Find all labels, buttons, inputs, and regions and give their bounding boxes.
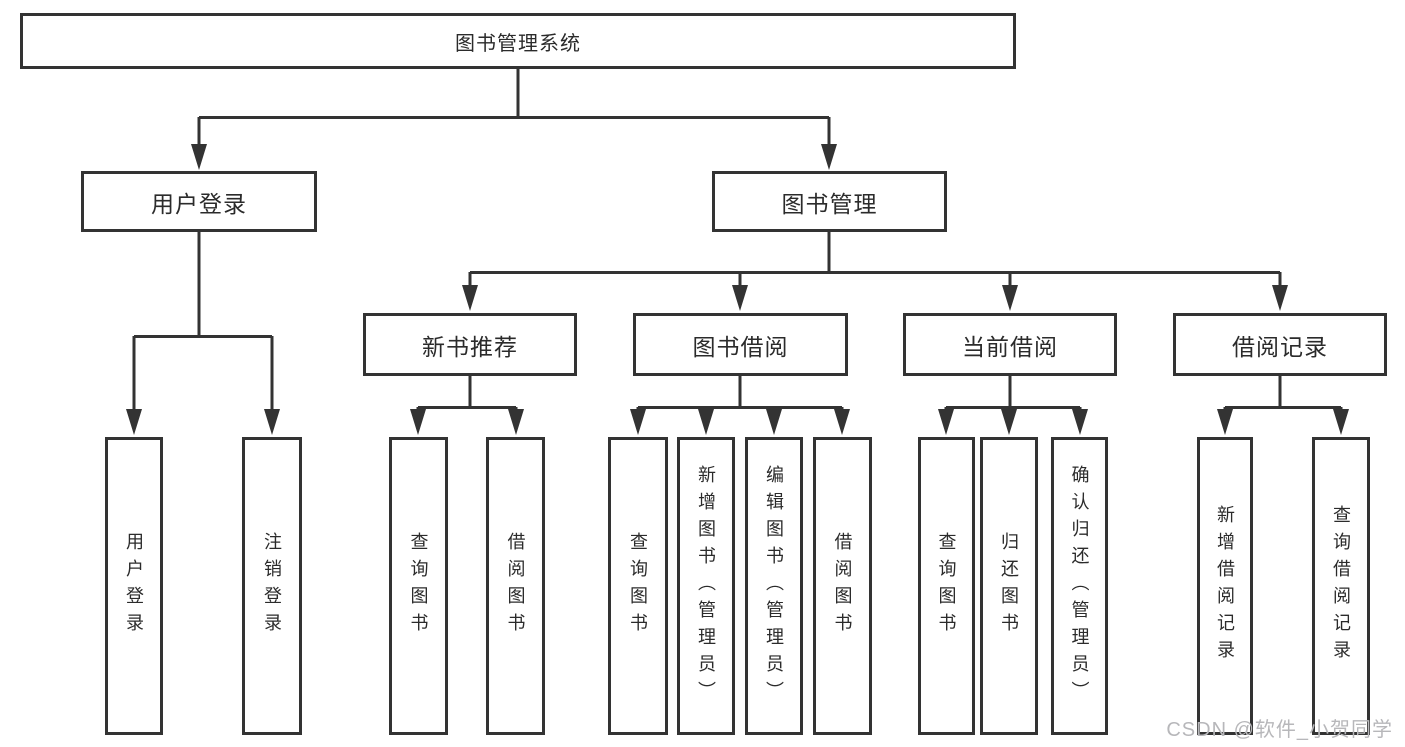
leaf-recommend-query-book-label: 查询图书 <box>408 532 429 640</box>
leaf-recommend-query-book: 查询图书 <box>389 437 448 735</box>
leaf-recommend-borrow-book-label: 借阅图书 <box>505 532 526 640</box>
leaf-borrow-add-book-admin-label: 新增图书（管理员） <box>696 464 716 708</box>
node-current-borrow-label: 当前借阅 <box>962 333 1058 360</box>
node-book-borrow-label: 图书借阅 <box>692 333 789 360</box>
leaf-current-confirm-return-admin: 确认归还（管理员） <box>1051 437 1108 735</box>
node-new-book-recommend-label: 新书推荐 <box>422 333 518 360</box>
node-user-login: 用户登录 <box>81 171 317 232</box>
leaf-current-confirm-return-admin-label: 确认归还（管理员） <box>1069 464 1090 708</box>
leaf-user-login-label: 用户登录 <box>124 532 144 640</box>
node-new-book-recommend: 新书推荐 <box>363 313 577 376</box>
node-borrow-record: 借阅记录 <box>1173 313 1387 376</box>
node-system-root: 图书管理系统 <box>20 13 1016 69</box>
node-book-borrow: 图书借阅 <box>633 313 848 376</box>
node-book-management: 图书管理 <box>712 171 947 232</box>
leaf-borrow-edit-book-admin-label: 编辑图书（管理员） <box>764 464 784 708</box>
leaf-borrow-borrow-book-label: 借阅图书 <box>832 532 853 640</box>
leaf-record-query-record: 查询借阅记录 <box>1312 437 1370 735</box>
leaf-record-add-record-label: 新增借阅记录 <box>1215 505 1235 667</box>
leaf-current-return-book: 归还图书 <box>980 437 1038 735</box>
node-user-login-label: 用户登录 <box>151 190 247 217</box>
node-book-management-label: 图书管理 <box>781 190 878 217</box>
leaf-recommend-borrow-book: 借阅图书 <box>486 437 545 735</box>
arrowheads <box>126 144 1349 435</box>
leaf-borrow-edit-book-admin: 编辑图书（管理员） <box>745 437 803 735</box>
leaf-user-login: 用户登录 <box>105 437 163 735</box>
leaf-current-return-book-label: 归还图书 <box>999 532 1019 640</box>
leaf-logout: 注销登录 <box>242 437 302 735</box>
leaf-record-query-record-label: 查询借阅记录 <box>1331 505 1351 667</box>
leaf-current-query-book-label: 查询图书 <box>936 532 957 640</box>
leaf-borrow-query-book-label: 查询图书 <box>628 532 648 640</box>
leaf-current-query-book: 查询图书 <box>918 437 975 735</box>
leaf-record-add-record: 新增借阅记录 <box>1197 437 1253 735</box>
node-current-borrow: 当前借阅 <box>903 313 1117 376</box>
leaf-logout-label: 注销登录 <box>262 532 282 640</box>
leaf-borrow-query-book: 查询图书 <box>608 437 668 735</box>
node-system-root-label: 图书管理系统 <box>455 32 581 55</box>
leaf-borrow-borrow-book: 借阅图书 <box>813 437 872 735</box>
leaf-borrow-add-book-admin: 新增图书（管理员） <box>677 437 735 735</box>
csdn-watermark: CSDN @软件_小贺同学 <box>1166 719 1393 741</box>
node-borrow-record-label: 借阅记录 <box>1232 333 1328 360</box>
